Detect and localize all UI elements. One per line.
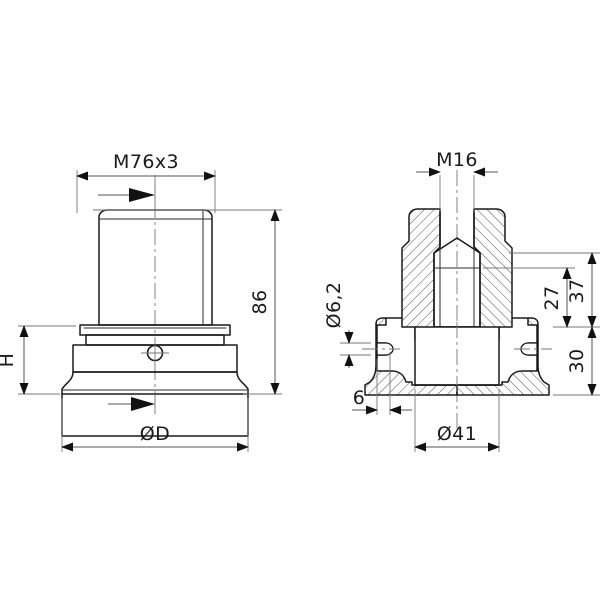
pin-hole-left [362, 342, 400, 356]
dimension-thread-m76x3: M76x3 [76, 151, 216, 213]
dimension-label-37: 37 [566, 279, 588, 304]
dimension-label-6: 6 [353, 387, 366, 409]
dimension-m16: M16 [416, 149, 498, 212]
dimension-depth-27: 27 [483, 267, 575, 328]
dimension-label-pin-hole: Ø6,2 [323, 282, 345, 329]
dimension-label-outer-diameter: ØD [140, 423, 170, 445]
dimension-label-27: 27 [541, 286, 563, 311]
section-view: M16 Ø6,2 37 27 [323, 149, 600, 452]
dimension-height-86: 86 [93, 209, 282, 395]
seal-ring-outline [79, 324, 231, 336]
dimension-label-bore-41: Ø41 [437, 423, 477, 445]
dimension-bore-41: Ø41 [414, 389, 500, 452]
dimension-label-30: 30 [566, 349, 588, 374]
dimension-height-h: H [0, 325, 76, 395]
view-direction-arrow-top [98, 185, 156, 205]
dimension-pin-hole-6-2: Ø6,2 [323, 282, 371, 368]
dimension-label-86: 86 [249, 290, 271, 315]
view-direction-arrow-bottom [108, 394, 156, 414]
dimension-label-m16: M16 [436, 149, 478, 171]
upper-cylinder-outline [98, 209, 213, 326]
center-mark-hole [141, 341, 169, 366]
dimension-label-h: H [0, 353, 18, 368]
dimension-outer-diameter-d: ØD [61, 398, 249, 452]
dimension-label-m76x3: M76x3 [113, 151, 179, 173]
dimension-offset-6: 6 [352, 352, 412, 415]
external-elevation-view: M76x3 86 H ØD [0, 151, 282, 452]
pin-hole-right [514, 342, 552, 356]
dimension-depth-30: 30 [553, 326, 600, 396]
